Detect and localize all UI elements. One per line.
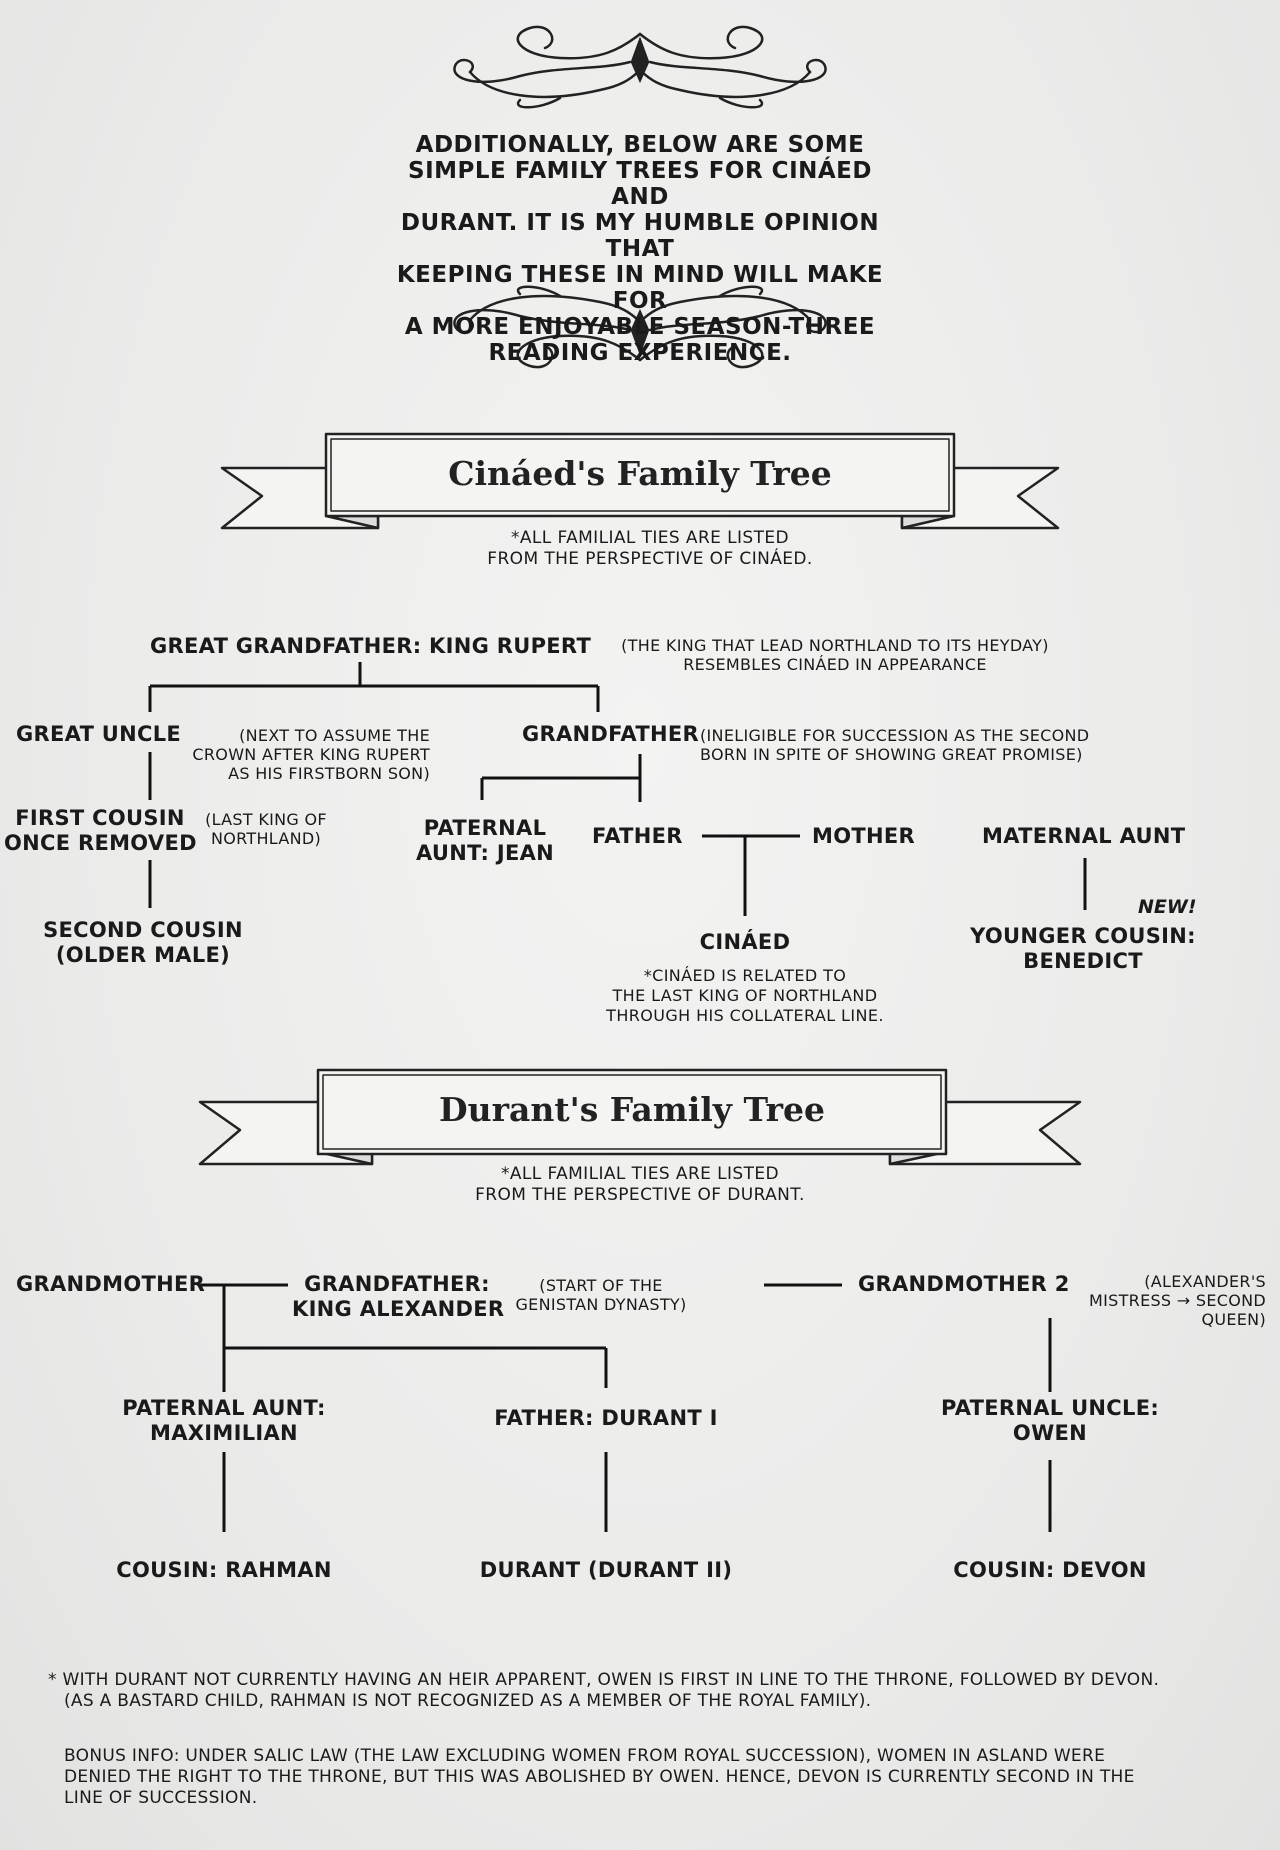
durant-tree-connectors bbox=[200, 1283, 1052, 1532]
label-line: Paternal Uncle: bbox=[940, 1396, 1160, 1420]
note-line: mistress → second bbox=[1089, 1291, 1266, 1310]
cinaed-collateral-note: *Cináed is related to the last king of N… bbox=[580, 966, 910, 1026]
bonus-line: denied the right to the throne, but this… bbox=[64, 1767, 1135, 1787]
note-line: queen) bbox=[1201, 1310, 1266, 1329]
note-line: (Ineligible for succession as the second bbox=[700, 726, 1090, 745]
note-line: (Alexander's bbox=[1144, 1272, 1266, 1291]
grandmother-label: Grandmother bbox=[16, 1272, 206, 1296]
label-line: Aunt: Jean bbox=[415, 841, 555, 865]
mother-label: Mother bbox=[812, 824, 915, 848]
paternal-aunt-jean-label: Paternal Aunt: Jean bbox=[410, 816, 560, 866]
bonus-line: Bonus info: Under Salic law (the law exc… bbox=[64, 1746, 1106, 1766]
intro-line: Additionally, below are some bbox=[415, 132, 865, 158]
label-line: Paternal bbox=[423, 816, 547, 840]
first-cousin-note: (last king of Northland) bbox=[196, 810, 336, 848]
grandfather-label: Grandfather bbox=[522, 722, 699, 746]
footnote-line: * With Durant not currently having an he… bbox=[48, 1670, 1160, 1690]
succession-footnote: * With Durant not currently having an he… bbox=[48, 1670, 1248, 1712]
king-alexander-note: (start of the Genistan Dynasty) bbox=[506, 1276, 696, 1314]
label-line: Second Cousin bbox=[43, 918, 243, 942]
label-line: Maximilian bbox=[150, 1421, 298, 1445]
label-line: Grandfather: bbox=[304, 1272, 490, 1296]
intro-line: reading experience. bbox=[488, 340, 792, 366]
intro-line: Durant. It is my humble opinion that bbox=[400, 210, 880, 262]
cinaed-tree-connectors bbox=[148, 662, 1087, 916]
grandmother-2-note: (Alexander's mistress → second queen) bbox=[1056, 1272, 1266, 1329]
note-line: *All familial ties are listed bbox=[500, 1164, 779, 1184]
grandfather-note: (Ineligible for succession as the second… bbox=[700, 726, 1089, 764]
note-line: from the perspective of Durant. bbox=[475, 1185, 805, 1205]
great-uncle-note: (next to assume the crown after King Rup… bbox=[160, 726, 430, 783]
label-line: Owen bbox=[1012, 1421, 1088, 1445]
bottom-flourish-ornament bbox=[453, 285, 827, 369]
intro-line: a more enjoyable season-three bbox=[404, 314, 876, 340]
label-line: Younger Cousin: bbox=[970, 924, 1196, 948]
note-line: (next to assume the bbox=[239, 726, 430, 745]
note-line: (The king that lead Northland to its hey… bbox=[621, 636, 1049, 655]
note-line: *Cináed is related to bbox=[643, 966, 847, 985]
cousin-devon-label: Cousin: Devon bbox=[953, 1558, 1147, 1582]
note-line: from the perspective of Cináed. bbox=[487, 549, 813, 569]
note-line: (last king of bbox=[205, 810, 327, 829]
label-line: (older male) bbox=[55, 943, 231, 967]
king-alexander-label: Grandfather: King Alexander bbox=[292, 1272, 505, 1322]
label-line: Paternal Aunt: bbox=[122, 1396, 326, 1420]
bonus-line: line of succession. bbox=[64, 1788, 258, 1808]
durant-tree-title: Durant's Family Tree bbox=[439, 1090, 825, 1129]
cousin-rahman-label: Cousin: Rahman bbox=[116, 1558, 332, 1582]
label-line: First Cousin bbox=[15, 806, 185, 830]
cinaed-tree-note: *All familial ties are listed from the p… bbox=[440, 528, 860, 570]
great-grandfather-note: (The king that lead Northland to its hey… bbox=[590, 636, 1080, 674]
note-line: born in spite of showing great promise) bbox=[700, 745, 1083, 764]
second-cousin-label: Second Cousin (older male) bbox=[36, 918, 250, 968]
cinaed-tree-title: Cináed's Family Tree bbox=[448, 454, 832, 493]
note-line: through his collateral line. bbox=[606, 1006, 884, 1025]
note-line: (start of the bbox=[539, 1276, 663, 1295]
grandmother-2-label: Grandmother 2 bbox=[858, 1272, 1070, 1296]
label-line: Once Removed bbox=[4, 831, 197, 855]
durant-banner bbox=[198, 1068, 1082, 1166]
cinaed-label: Cináed bbox=[699, 930, 791, 954]
bonus-info: Bonus info: Under Salic law (the law exc… bbox=[64, 1746, 1254, 1809]
maternal-aunt-label: Maternal Aunt bbox=[982, 824, 1186, 848]
note-line: *All familial ties are listed bbox=[510, 528, 789, 548]
younger-cousin-benedict-label: Younger Cousin: Benedict bbox=[968, 924, 1198, 974]
father-label: Father bbox=[592, 824, 683, 848]
durant-tree-note: *All familial ties are listed from the p… bbox=[420, 1164, 860, 1206]
footnote-line: (As a bastard child, Rahman is not recog… bbox=[64, 1691, 872, 1711]
note-line: resembles Cináed in appearance bbox=[683, 655, 987, 674]
top-flourish-ornament bbox=[453, 25, 827, 109]
note-line: crown after King Rupert bbox=[192, 745, 430, 764]
label-line: Benedict bbox=[1023, 949, 1143, 973]
note-line: Northland) bbox=[210, 829, 322, 848]
first-cousin-label: First Cousin Once Removed bbox=[4, 806, 197, 856]
note-line: Genistan Dynasty) bbox=[515, 1295, 687, 1314]
new-tag: New! bbox=[1138, 896, 1197, 918]
paternal-uncle-owen-label: Paternal Uncle: Owen bbox=[920, 1396, 1180, 1446]
great-grandfather-label: Great Grandfather: King Rupert bbox=[150, 634, 592, 658]
father-durant-i-label: Father: Durant I bbox=[494, 1406, 718, 1430]
intro-line: keeping these in mind will make for bbox=[396, 262, 884, 314]
note-line: the last king of Northland bbox=[612, 986, 878, 1005]
intro-paragraph: Additionally, below are some simple fami… bbox=[390, 132, 890, 366]
great-uncle-label: Great Uncle bbox=[16, 722, 182, 746]
note-line: as his firstborn son) bbox=[228, 764, 430, 783]
intro-line: simple family trees for Cináed and bbox=[408, 158, 872, 210]
label-line: King Alexander bbox=[292, 1297, 505, 1321]
paternal-aunt-maximilian-label: Paternal Aunt: Maximilian bbox=[64, 1396, 384, 1446]
cinaed-banner bbox=[220, 432, 1060, 530]
durant-ii-label: Durant (Durant II) bbox=[479, 1558, 733, 1582]
